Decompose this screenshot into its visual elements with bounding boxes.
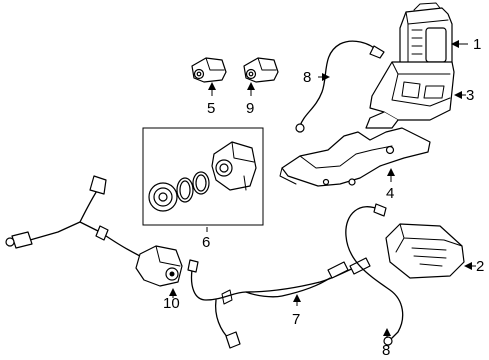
callout-7: 7 xyxy=(292,311,300,328)
part-7-wire-harness xyxy=(187,257,371,349)
callout-1: 1 xyxy=(473,36,481,53)
callout-2: 2 xyxy=(476,258,484,275)
part-4-bracket-plate xyxy=(279,127,431,187)
callout-8-upper: 8 xyxy=(303,69,311,86)
callout-3: 3 xyxy=(466,87,474,104)
callout-9: 9 xyxy=(246,100,254,117)
part-8-wire-upper xyxy=(295,40,385,133)
part-2-control-module xyxy=(385,223,465,279)
part-5-sensor xyxy=(191,57,227,83)
callout-5: 5 xyxy=(207,100,215,117)
part-3-bracket-tray xyxy=(365,61,455,129)
callout-4: 4 xyxy=(386,185,394,202)
callout-6: 6 xyxy=(202,234,210,251)
part-9-sensor xyxy=(243,57,279,83)
callout-8-lower: 8 xyxy=(382,342,390,359)
callout-leaders xyxy=(169,40,476,338)
part-10-rear-camera xyxy=(5,175,183,287)
part-6-camera-kit xyxy=(142,127,264,226)
part-8-wire-lower xyxy=(345,203,404,346)
callout-10: 10 xyxy=(163,295,180,312)
part-1-module-housing xyxy=(399,2,453,71)
